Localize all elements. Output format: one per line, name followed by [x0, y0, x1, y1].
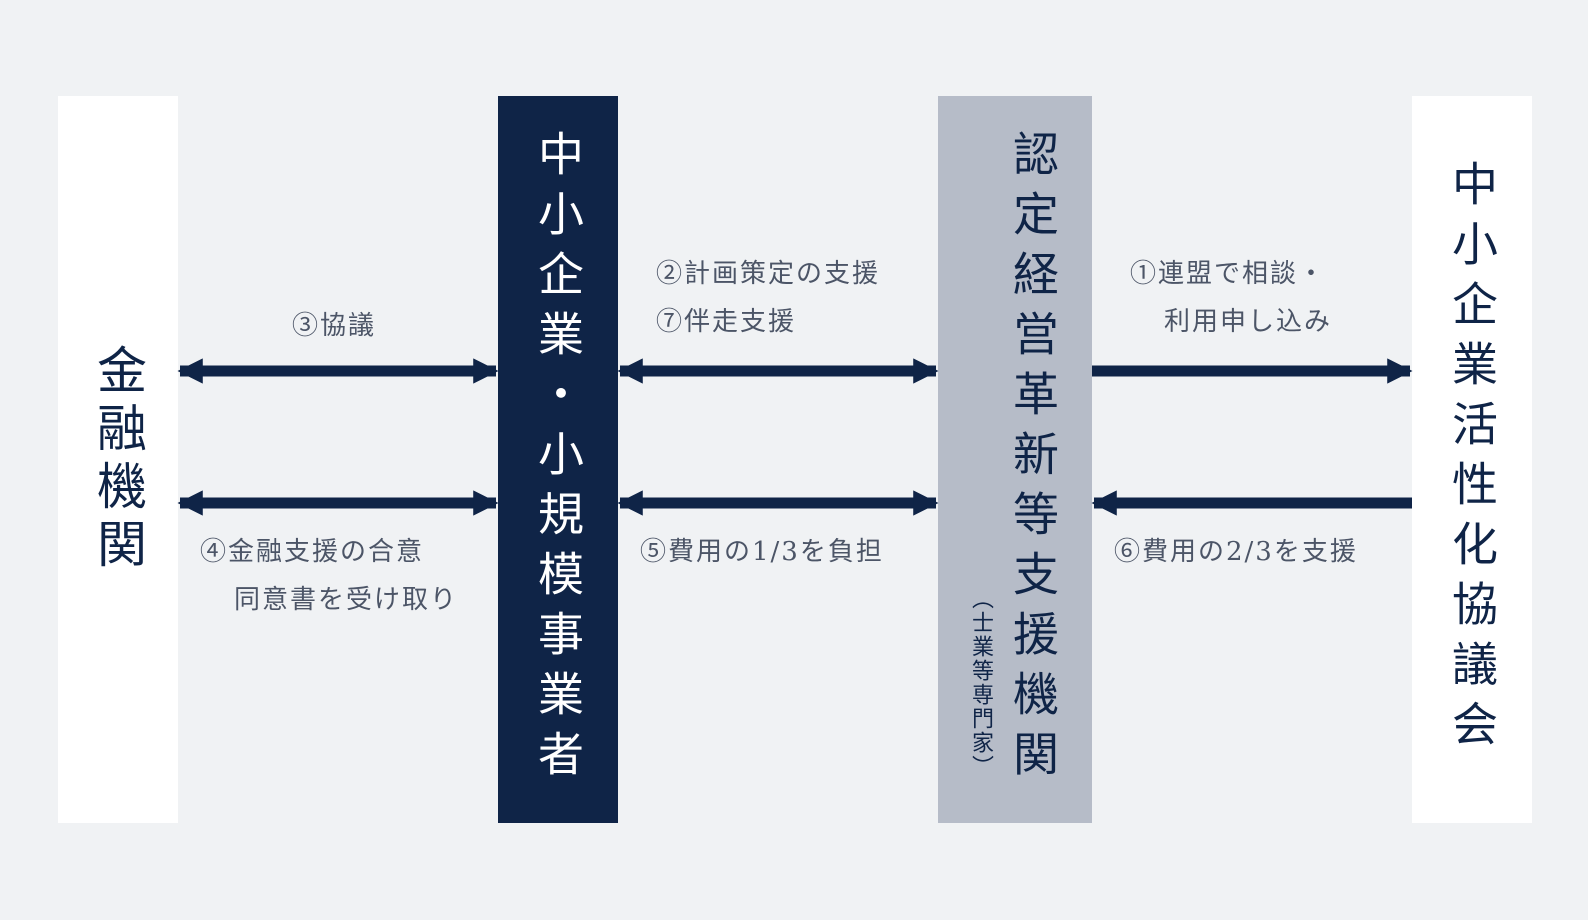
label-consultation: ③協議: [292, 302, 376, 350]
financial-institution-label: 金融機関: [89, 343, 147, 576]
certified-support-agency-box: 認定経営革新等支援機関 （士業等専門家）: [938, 96, 1092, 823]
financial-institution-box: 金融機関: [58, 96, 178, 823]
label-cost-two-thirds-text: ⑥費用の2/3を支援: [1114, 537, 1358, 567]
sme-revitalization-council-box: 中小企業活性化協議会: [1412, 96, 1532, 823]
label-financial-agreement-line2: 同意書を受け取り: [234, 585, 459, 615]
label-financial-agreement: ④金融支援の合意 同意書を受け取り: [200, 528, 458, 624]
label-consultation-text: ③協議: [292, 311, 377, 341]
certified-support-agency-sublabel: （士業等専門家）: [968, 587, 993, 779]
label-cost-one-third-text: ⑤費用の1/3を負担: [640, 537, 884, 567]
label-application-line2: 利用申し込み: [1164, 307, 1333, 337]
label-plan-support-line2: ⑦伴走支援: [656, 307, 797, 337]
label-plan-support: ②計画策定の支援 ⑦伴走支援: [656, 250, 880, 346]
sme-label: 中小企業・小規模事業者: [531, 129, 585, 790]
certified-support-agency-label: 認定経営革新等支援機関: [1006, 129, 1060, 790]
label-cost-one-third: ⑤費用の1/3を負担: [640, 528, 884, 576]
label-application: ①連盟で相談・ 利用申し込み: [1130, 250, 1332, 346]
label-financial-agreement-line1: ④金融支援の合意: [200, 537, 425, 567]
label-application-line1: ①連盟で相談・: [1130, 259, 1327, 289]
label-plan-support-line1: ②計画策定の支援: [656, 259, 881, 289]
sme-revitalization-council-label: 中小企業活性化協議会: [1445, 159, 1499, 760]
label-cost-two-thirds: ⑥費用の2/3を支援: [1114, 528, 1358, 576]
sme-box: 中小企業・小規模事業者: [498, 96, 618, 823]
